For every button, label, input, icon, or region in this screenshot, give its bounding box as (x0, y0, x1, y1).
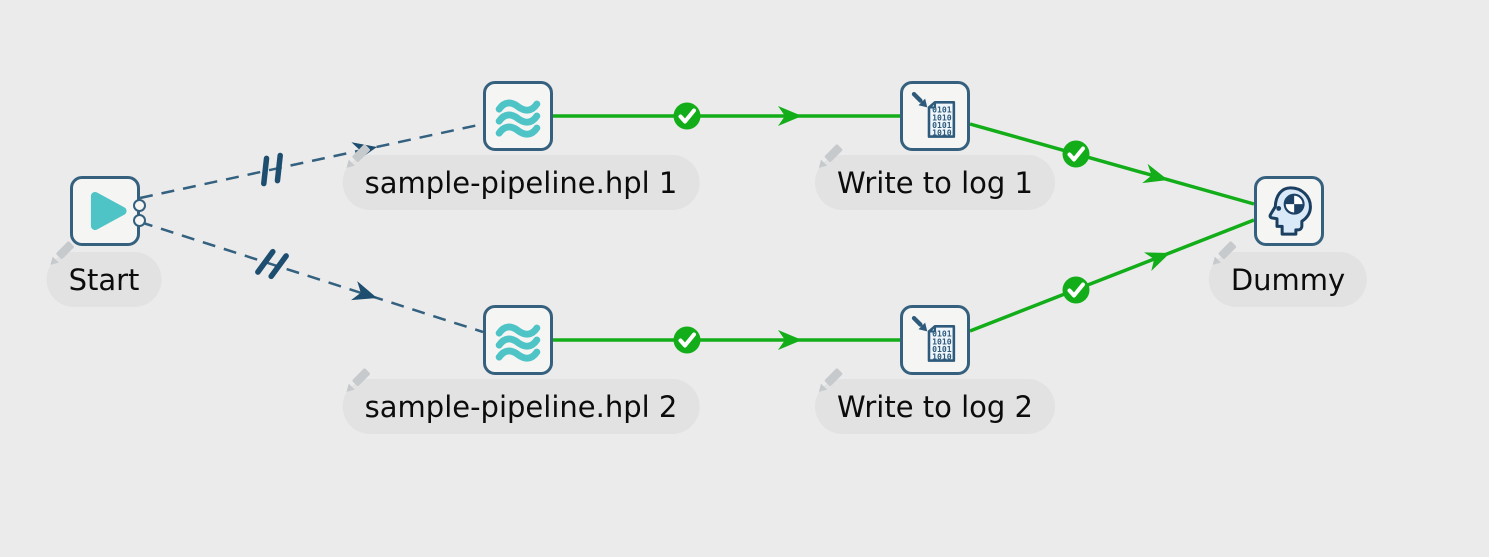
svg-text:0101: 0101 (932, 329, 952, 339)
pipeline-waves-icon (495, 99, 541, 138)
action-writelog2[interactable]: 0101 1010 0101 1010 (900, 305, 970, 375)
hop-writelog1-to-dummy[interactable] (969, 122, 1255, 206)
pipeline-waves-icon (495, 323, 541, 362)
hop-connector-nub[interactable] (133, 214, 146, 227)
action-label-text: Start (68, 262, 140, 297)
write-to-log-icon: 0101 1010 0101 1010 (911, 92, 956, 138)
action-writelog1[interactable]: 0101 1010 0101 1010 (900, 81, 970, 151)
dummy-head-icon (1268, 186, 1312, 236)
success-check-icon[interactable] (671, 100, 703, 132)
svg-text:0101: 0101 (932, 105, 952, 115)
arrowhead-icon (1144, 243, 1174, 272)
action-start-label[interactable]: Start (46, 241, 162, 307)
success-check-icon[interactable] (1060, 274, 1092, 306)
action-dummy[interactable] (1254, 176, 1324, 246)
hop-start-to-pipeline1[interactable] (139, 122, 484, 200)
svg-text:1010: 1010 (932, 112, 952, 122)
pencil-icon (1212, 241, 1237, 265)
action-start[interactable] (70, 176, 140, 246)
action-pipeline1[interactable] (483, 81, 553, 151)
hop-start-to-pipeline2[interactable] (139, 220, 484, 334)
pencil-icon (346, 144, 370, 168)
success-check-icon[interactable] (1060, 138, 1092, 170)
action-label-text: sample-pipeline.hpl 2 (364, 389, 678, 424)
action-pipeline2[interactable] (483, 305, 553, 375)
action-dummy-label[interactable]: Dummy (1208, 241, 1368, 307)
action-writelog1-label[interactable]: Write to log 1 (815, 144, 1055, 210)
hop-writelog2-to-dummy[interactable] (969, 218, 1255, 333)
hop-connector-nub[interactable] (133, 199, 146, 212)
action-label-text: Write to log 2 (837, 389, 1033, 424)
action-pipeline2-label[interactable]: sample-pipeline.hpl 2 (342, 368, 700, 434)
svg-text:1010: 1010 (932, 336, 952, 346)
action-label-text: sample-pipeline.hpl 1 (364, 165, 678, 200)
action-label-text: Write to log 1 (837, 165, 1033, 200)
pencil-icon (818, 368, 843, 392)
success-check-icon[interactable] (671, 324, 703, 356)
play-icon (90, 191, 127, 231)
pencil-icon (50, 241, 74, 265)
pencil-icon (346, 368, 370, 392)
action-writelog2-label[interactable]: Write to log 2 (815, 368, 1055, 434)
svg-text:1010: 1010 (932, 352, 952, 362)
action-pipeline1-label[interactable]: sample-pipeline.hpl 1 (342, 144, 700, 210)
svg-text:0101: 0101 (932, 344, 952, 354)
write-to-log-icon: 0101 1010 0101 1010 (911, 316, 956, 362)
svg-text:1010: 1010 (932, 128, 952, 138)
arrowhead-icon (351, 281, 381, 308)
svg-text:0101: 0101 (932, 120, 952, 130)
arrowhead-icon (1142, 163, 1171, 190)
pencil-icon (818, 144, 843, 168)
action-label-text: Dummy (1230, 262, 1346, 297)
